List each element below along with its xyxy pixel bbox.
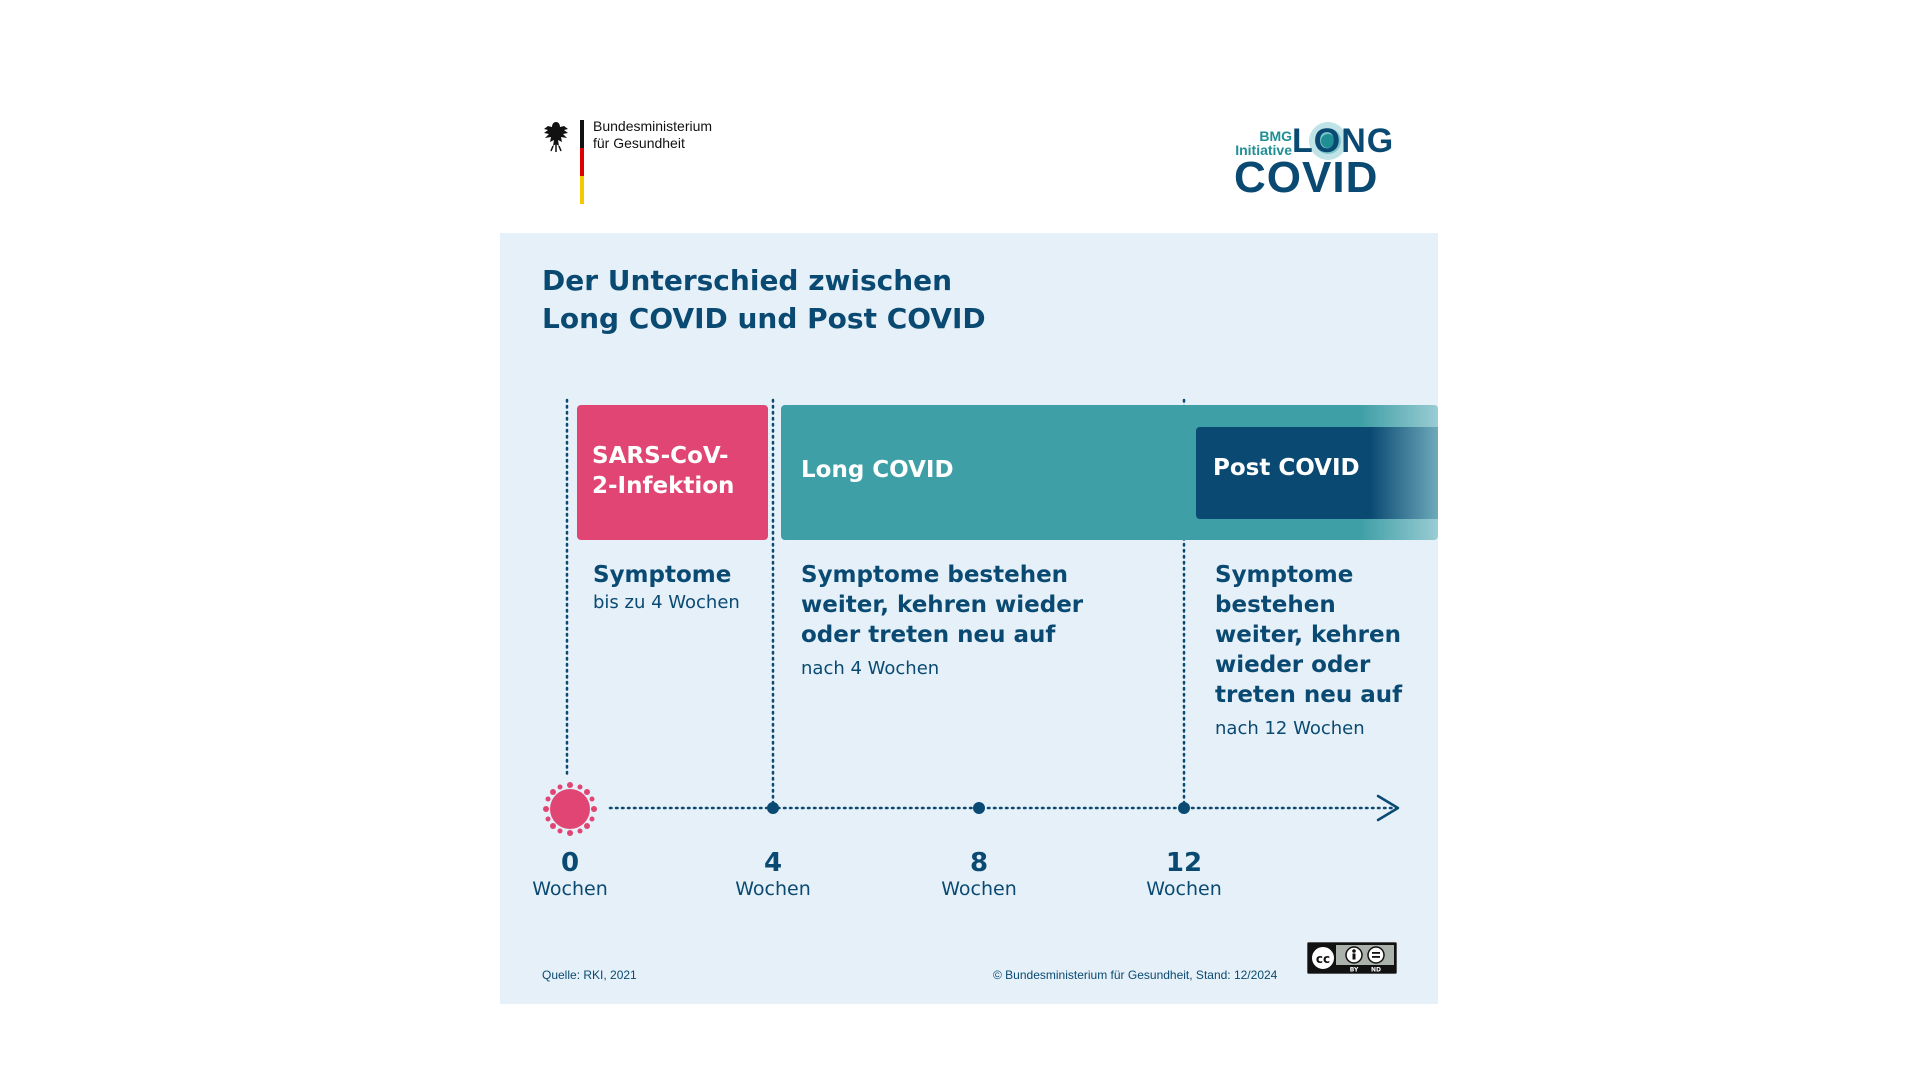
initiative-covid: COVID — [1234, 153, 1379, 202]
svg-text:BY: BY — [1350, 967, 1359, 974]
infographic-panel — [500, 233, 1438, 1004]
svg-text:ND: ND — [1371, 967, 1381, 974]
initiative-target-icon — [1308, 121, 1348, 161]
copyright-note: © Bundesministerium für Gesundheit, Stan… — [993, 968, 1278, 982]
tick-4: 4 Wochen — [735, 848, 811, 900]
ministry-name: Bundesministerium für Gesundheit — [593, 118, 713, 151]
initiative-label: BMG Initiative — [1235, 128, 1292, 158]
tick-0: 0 Wochen — [532, 848, 608, 900]
desc-post-covid: Symptome bestehen weiter, kehren wieder … — [1215, 562, 1403, 739]
infographic-title: Der Unterschied zwischen Long COVID und … — [542, 264, 986, 335]
phase-infektion: SARS-CoV-2-Infektion — [577, 405, 768, 540]
virus-icon — [542, 781, 598, 837]
tick-8: 8 Wochen — [941, 848, 1017, 900]
timeline-axis — [608, 794, 1402, 822]
desc-long-covid: Symptome bestehen weiter, kehren wieder … — [801, 562, 1084, 679]
initiative-long: LONG — [1292, 122, 1395, 160]
german-flag-stripes — [580, 120, 584, 204]
svg-text:cc: cc — [1316, 952, 1330, 966]
federal-eagle-icon — [540, 120, 572, 154]
source-note: Quelle: RKI, 2021 — [542, 968, 637, 982]
tick-12: 12 Wochen — [1146, 848, 1222, 900]
post-covid-fade — [1370, 427, 1438, 519]
cc-license-badge: cc BY ND — [1307, 942, 1397, 974]
desc-infektion: Symptome bis zu 4 Wochen — [593, 562, 740, 613]
